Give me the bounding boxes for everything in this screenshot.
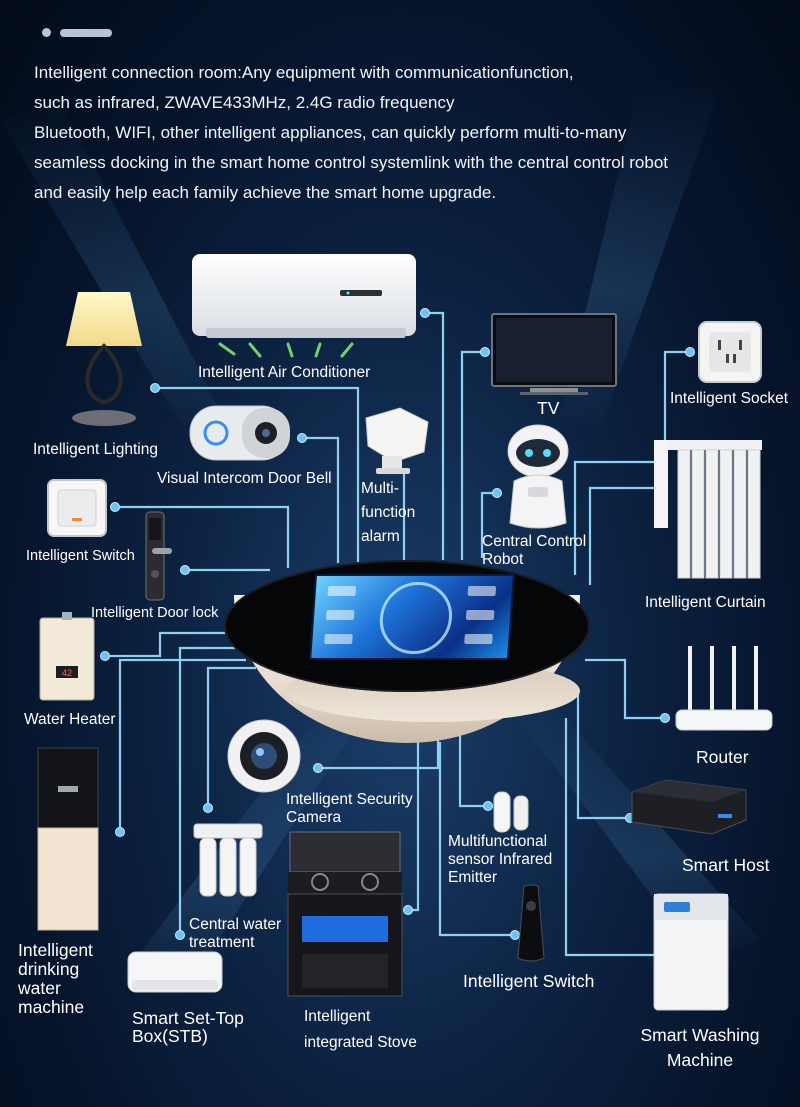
screen-tile	[324, 634, 353, 644]
link-water-heater	[105, 631, 232, 658]
label-water-heater: Water Heater	[24, 711, 116, 728]
lamp-icon	[66, 292, 142, 426]
node-dot	[480, 347, 490, 357]
link-router	[585, 658, 665, 720]
screen-tile	[465, 610, 495, 620]
stove-icon	[287, 831, 403, 997]
label-router: Router	[696, 747, 749, 767]
label-alarm: Multi-function alarm	[361, 480, 416, 545]
label-set-top-box: Smart Set-Top Box(STB)	[132, 1008, 244, 1046]
door-lock-icon	[145, 511, 172, 601]
label-sensor: Multifunctional sensor Infrared Emitter	[448, 833, 553, 886]
link-security-camera	[318, 730, 440, 770]
node-dot	[115, 827, 125, 837]
label-stove: Intelligent integrated Stove	[304, 1008, 417, 1051]
link-door-bell	[302, 436, 340, 563]
node-dot	[660, 713, 670, 723]
link-tv	[460, 350, 485, 560]
link-washing-machine	[564, 718, 665, 957]
node-dot	[483, 801, 493, 811]
label-tv: TV	[537, 398, 560, 418]
socket-icon	[698, 321, 762, 383]
label-door-bell: Visual Intercom Door Bell	[157, 470, 332, 487]
label-drinking-water: Intelligent drinking water machine	[18, 940, 93, 1017]
node-dot	[203, 803, 213, 813]
washing-machine-icon	[653, 893, 729, 1011]
water-dispenser-icon	[37, 747, 99, 931]
node-dot	[150, 383, 160, 393]
water-heater-icon: 42	[39, 612, 95, 701]
intro-line: and easily help each family achieve the …	[34, 183, 497, 202]
smart-host-icon	[631, 779, 747, 835]
robot-icon	[507, 424, 569, 529]
screen-tile	[467, 586, 497, 596]
tv-icon	[491, 313, 617, 395]
link-air-conditioner	[425, 311, 445, 560]
link-drinking-water	[118, 658, 246, 832]
label-lighting: Intelligent Lighting	[33, 441, 158, 458]
link-set-top-box	[178, 646, 240, 935]
water-treatment-icon	[193, 823, 263, 897]
label-switch-bottom: Intelligent Switch	[463, 971, 595, 991]
wall-switch-icon	[47, 479, 107, 537]
node-dot	[403, 905, 413, 915]
intro-text: Intelligent connection room:Any equipmen…	[34, 58, 774, 208]
link-curtain	[588, 486, 660, 585]
label-robot: Central Control Robot	[482, 533, 587, 568]
node-dot	[297, 433, 307, 443]
central-screen[interactable]	[308, 574, 516, 660]
label-security-camera: Intelligent Security Camera	[286, 791, 413, 826]
link-water-treatment	[206, 666, 256, 808]
label-smart-host: Smart Host	[682, 855, 770, 875]
node-dot	[313, 763, 323, 773]
node-dot	[180, 565, 190, 575]
node-dot	[110, 502, 120, 512]
carousel-dot-active[interactable]	[60, 29, 112, 37]
remote-switch-icon	[517, 884, 545, 962]
link-sensor	[458, 728, 488, 808]
link-switch-left	[115, 505, 290, 568]
label-socket: Intelligent Socket	[670, 390, 789, 407]
link-smart-host	[576, 690, 630, 820]
label-switch-left: Intelligent Switch	[26, 548, 135, 564]
link-lighting	[155, 386, 360, 562]
intro-line: such as infrared, ZWAVE433MHz, 2.4G radi…	[34, 93, 455, 112]
intro-line: seamless docking in the smart home contr…	[34, 153, 668, 172]
curtain-icon	[654, 440, 762, 579]
alarm-icon	[365, 407, 429, 474]
label-air-conditioner: Intelligent Air Conditioner	[198, 364, 371, 381]
svg-text:42: 42	[62, 668, 72, 678]
node-dot	[420, 308, 430, 318]
label-washing-machine: Smart Washing Machine	[640, 1025, 760, 1070]
screen-tile	[325, 610, 355, 620]
carousel-dot[interactable]	[42, 28, 51, 37]
intro-line: Intelligent connection room:Any equipmen…	[34, 63, 574, 82]
label-water-treatment: Central water treatment	[189, 916, 282, 951]
security-camera-icon	[227, 719, 301, 793]
intro-line: Bluetooth, WIFI, other intelligent appli…	[34, 123, 627, 142]
link-switch-bottom	[438, 742, 515, 937]
label-door-lock: Intelligent Door lock	[91, 605, 219, 621]
node-dot	[492, 488, 502, 498]
router-icon	[675, 646, 773, 731]
sensor-icon	[493, 791, 529, 833]
screen-tile	[464, 634, 493, 644]
node-dot	[100, 651, 110, 661]
label-curtain: Intelligent Curtain	[645, 594, 766, 611]
set-top-box-icon	[127, 951, 223, 993]
screen-tile	[327, 586, 357, 596]
node-dot	[175, 930, 185, 940]
doorbell-icon	[189, 405, 290, 461]
air-conditioner-icon	[192, 254, 416, 358]
screen-ring	[377, 582, 455, 654]
node-dot	[685, 347, 695, 357]
